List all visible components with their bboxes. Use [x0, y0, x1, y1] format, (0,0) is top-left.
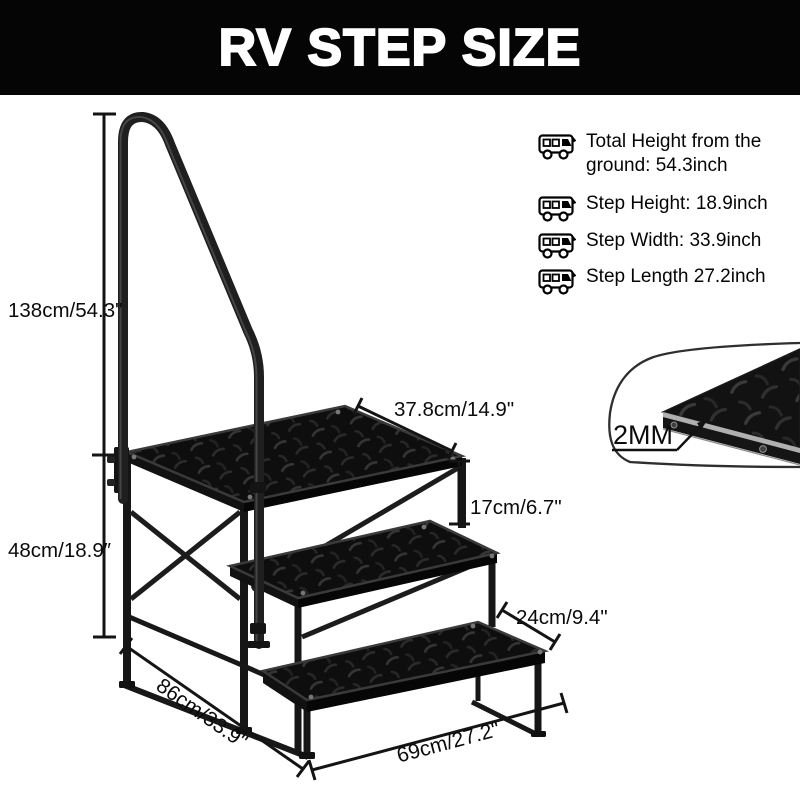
page-title: RV STEP SIZE: [218, 18, 582, 78]
handrail-tube: [118, 112, 264, 649]
platform-height-label: 48cm/18.9″: [8, 539, 111, 562]
dimension-top-step-depth: [352, 397, 458, 460]
dimension-riser-height: [449, 459, 470, 526]
handrail: [107, 112, 270, 649]
spec-item-step-width: Step Width: 33.9inch: [538, 229, 798, 259]
bolt: [670, 421, 678, 429]
spec-item-total-height: Total Height from the ground: 54.3inch: [538, 130, 798, 178]
callout-plate-rim: [663, 412, 800, 453]
bolt: [759, 445, 767, 453]
dimension-lines: [92, 112, 569, 781]
tread-bolts: [131, 409, 543, 700]
spec-text: Step Length 27.2inch: [586, 266, 766, 287]
dimension-step-depth: [495, 601, 562, 651]
handrail-foot: [247, 641, 270, 648]
spec-item-step-length: Step Length 27.2inch: [538, 265, 798, 295]
step-depth-label: 24cm/9.4": [516, 606, 608, 629]
spec-text: Step Height: 18.9inch: [586, 193, 768, 214]
bracket-bolt: [107, 456, 115, 463]
bottom-step-tread: [259, 620, 550, 712]
base-depth-label: 86cm/33.9": [152, 674, 252, 753]
callout-edge-highlight: [662, 428, 800, 466]
title-banner: RV STEP SIZE: [0, 0, 800, 95]
top-step-tread: [122, 404, 467, 512]
handrail-clamp: [250, 482, 266, 493]
riser-height-label: 17cm/6.7": [470, 496, 562, 519]
thickness-arrowhead: [697, 419, 708, 430]
total-height-label: 138cm/54.3": [8, 299, 122, 322]
thickness-leader-line: [676, 423, 703, 451]
top-step-depth-label: 37.8cm/14.9": [394, 398, 514, 421]
rv-icon: [538, 269, 576, 295]
handrail-highlight: [119, 115, 258, 644]
dimension-base-depth: [118, 637, 311, 778]
spec-text: Total Height from the ground: 54.3inch: [586, 131, 762, 176]
handrail-clamp: [250, 623, 266, 634]
step-stool-illustration: [107, 112, 550, 760]
spec-text: Step Width: 33.9inch: [586, 230, 762, 251]
dimension-step-length: [307, 692, 569, 781]
rv-icon: [538, 134, 576, 160]
step-length-label: 69cm/27.2": [394, 718, 502, 768]
spec-item-step-height: Step Height: 18.9inch: [538, 192, 798, 222]
middle-step-tread: [226, 519, 501, 608]
dimension-total-height: [92, 112, 117, 639]
bracket-bolt: [107, 479, 115, 486]
rv-icon: [538, 233, 576, 259]
thickness-label: 2MM: [613, 420, 673, 450]
thickness-callout: 2MM: [608, 341, 800, 469]
rv-icon: [538, 196, 576, 222]
